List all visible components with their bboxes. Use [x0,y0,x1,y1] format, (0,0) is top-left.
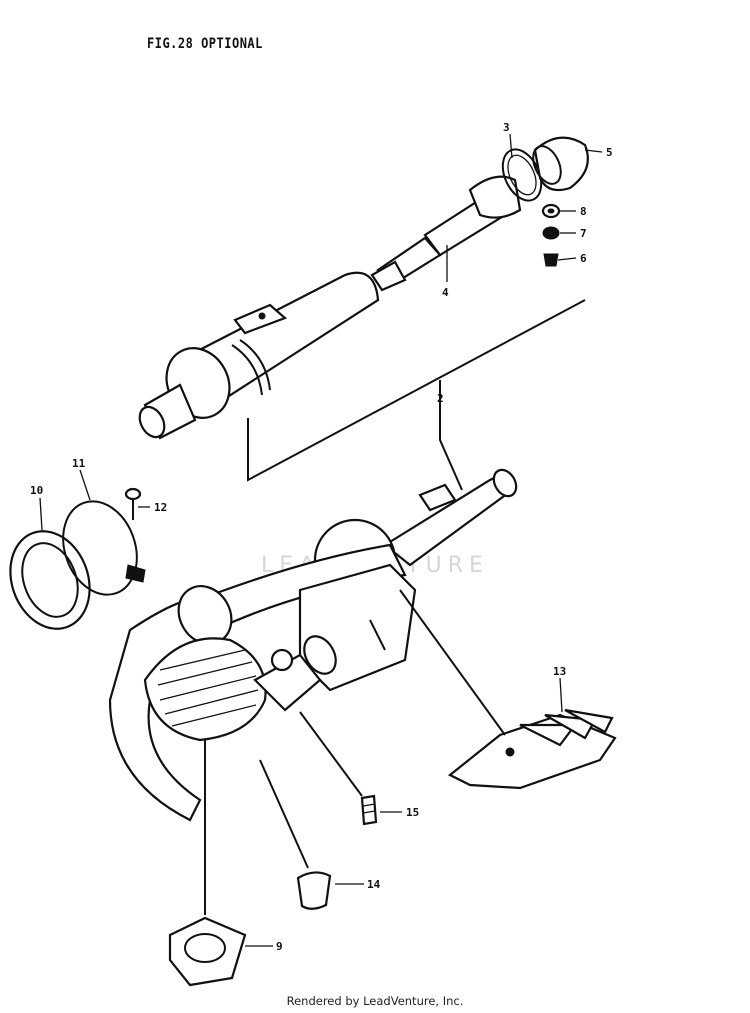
callout-2: 2 [437,392,444,405]
tail-pipe-part-4 [370,175,522,292]
callout-bracket-2 [247,299,586,491]
clamp-ring-part-10 [9,530,91,630]
callout-6: 6 [580,252,587,265]
heat-shield-part-13 [447,708,617,790]
rubber-cap-part-14 [296,871,332,910]
footer-credit: Rendered by LeadVenture, Inc. [286,994,464,1008]
callout-15: 15 [406,806,419,819]
callout-9: 9 [276,940,283,953]
end-cap-part-5 [532,136,589,192]
callout-3: 3 [503,121,510,134]
washer-part-8 [541,203,561,219]
exhaust-flange-part-9 [168,916,247,987]
callout-4: 4 [442,286,449,299]
clamp-band-part-11 [62,500,146,596]
callout-12: 12 [154,501,167,514]
callout-7: 7 [580,227,587,240]
callout-11: 11 [72,457,86,470]
callout-14: 14 [367,878,381,891]
figure-title: FIG.28 OPTIONAL [147,34,263,52]
bolt-part-12 [124,487,142,520]
silencer-assembly [138,271,380,440]
nut-part-7 [542,226,560,240]
leader-lines [39,133,603,947]
callout-10: 10 [30,484,43,497]
callout-5: 5 [606,146,613,159]
engine-cylinder [143,635,337,742]
bolt-part-15 [360,794,378,826]
bolt-part-6 [543,253,559,267]
callout-8: 8 [580,205,587,218]
callout-13: 13 [553,665,566,678]
